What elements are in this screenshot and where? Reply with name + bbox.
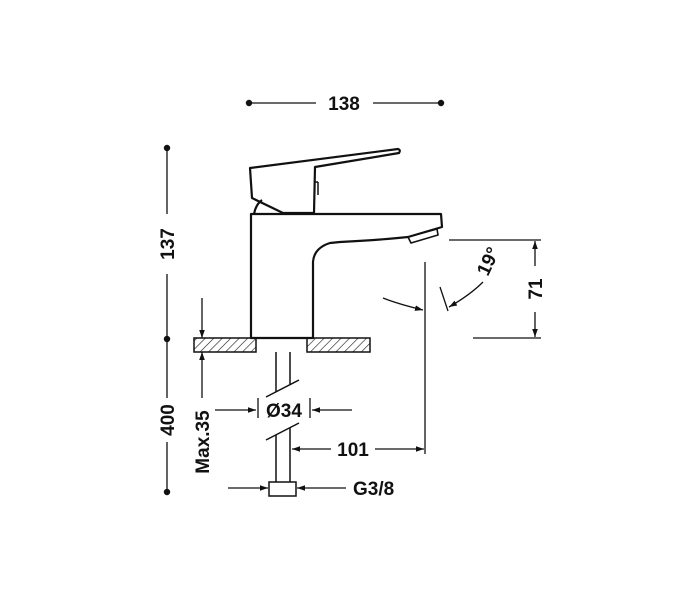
deck-thickness-label: Max.35 xyxy=(193,410,214,474)
countertop-deck xyxy=(193,337,371,353)
connection-thread-label: G3/8 xyxy=(353,479,394,500)
spout-angle-label: 19° xyxy=(473,244,504,279)
hose-length-label: 400 xyxy=(158,404,179,436)
dimension-overall-width: 138 xyxy=(245,94,445,115)
overall-width-label: 138 xyxy=(328,94,360,115)
spout-reach-label: 101 xyxy=(337,440,369,461)
dimension-body-diameter xyxy=(215,398,352,418)
faucet-body xyxy=(248,147,444,340)
dimension-spout-angle xyxy=(382,281,484,312)
aerator xyxy=(407,228,439,244)
dimension-hose-length: 400 xyxy=(158,339,179,496)
body-diameter-label: Ø34 xyxy=(266,401,302,422)
spout xyxy=(249,212,444,340)
supply-hose xyxy=(265,352,300,497)
overall-height-label: 137 xyxy=(158,228,179,260)
spout-height-label: 71 xyxy=(526,278,547,300)
hose-connector xyxy=(268,481,297,497)
dimension-spout-height xyxy=(449,239,541,339)
lever-handle xyxy=(248,147,401,215)
dimension-spout-reach xyxy=(292,262,426,454)
dimension-overall-height: 137 xyxy=(158,144,179,343)
